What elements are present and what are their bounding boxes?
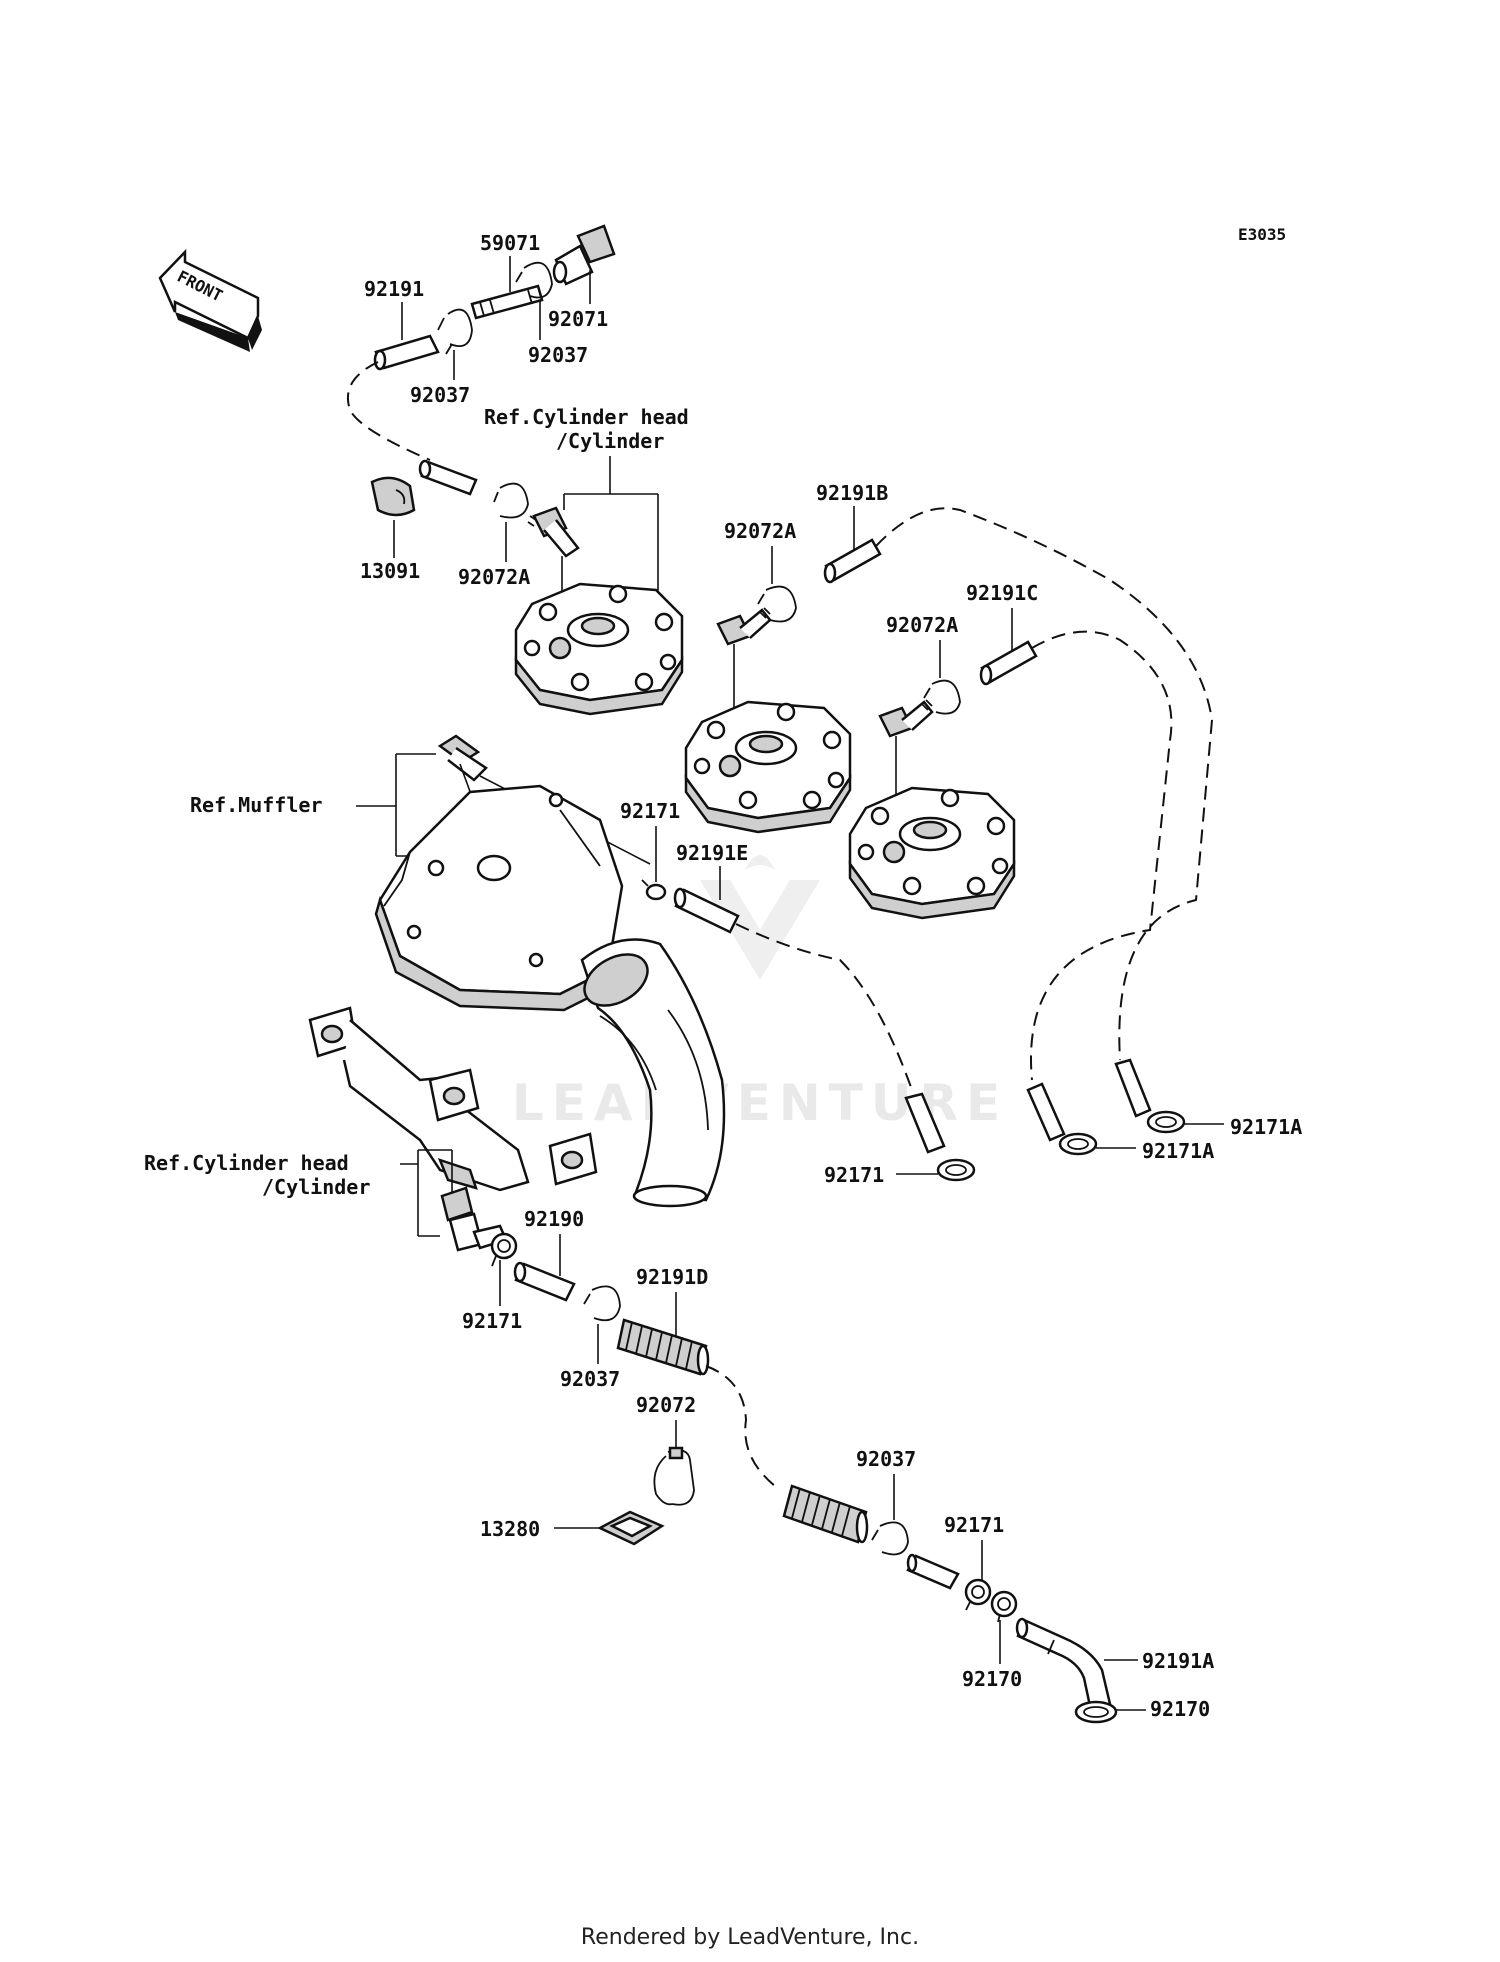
footer-credit: Rendered by LeadVenture, Inc. <box>581 1925 919 1950</box>
part-label-92072A-b: 92072A <box>724 519 796 543</box>
clamp-92170-a-icon <box>990 1590 1018 1623</box>
hose-segment-icon <box>418 459 478 496</box>
part-label-92037-c: 92037 <box>560 1367 620 1391</box>
part-label-92171-c: 92171 <box>462 1309 522 1333</box>
clamp-92171A-b-icon <box>1058 1132 1098 1156</box>
part-label-92071: 92071 <box>548 307 608 331</box>
part-label-92191: 92191 <box>364 277 424 301</box>
clamp-92171-c-icon <box>490 1232 518 1267</box>
t-fitting-icon <box>440 1186 508 1252</box>
part-label-92037-b: 92037 <box>528 343 588 367</box>
fitting-head2-icon <box>716 607 772 646</box>
hose-right-lower-b-icon <box>1026 1082 1066 1142</box>
strap-92072-icon <box>653 1446 695 1506</box>
hose-92191D-lower-icon <box>782 1484 869 1544</box>
clamp-92171-a-icon <box>641 879 667 901</box>
clamp-92170-b-icon <box>1074 1700 1118 1724</box>
part-label-92171-b: 92171 <box>824 1163 884 1187</box>
exhaust-manifold <box>308 1006 598 1192</box>
ref-muffler: Ref.Muffler <box>190 793 322 817</box>
part-label-92072: 92072 <box>636 1393 696 1417</box>
ref-cyl-head-bottom-line2: /Cylinder <box>262 1175 370 1199</box>
front-arrow-icon: FRONT <box>158 248 262 352</box>
ref-cyl-head-bottom-line1: Ref.Cylinder head <box>144 1151 349 1175</box>
ref-cyl-head-top-line2: /Cylinder <box>556 429 664 453</box>
rubber-13091-icon <box>370 476 416 517</box>
cylinder-head-3 <box>848 786 1016 920</box>
clip-92072A-c-icon <box>923 679 961 715</box>
ref-cyl-head-top-line1: Ref.Cylinder head <box>484 405 689 429</box>
muffler-fitting-icon <box>437 734 488 782</box>
hose-92191C-icon <box>979 640 1038 686</box>
part-label-92037-a: 92037 <box>410 383 470 407</box>
part-label-92171A-b: 92171A <box>1142 1139 1214 1163</box>
part-label-92171-a: 92171 <box>620 799 680 823</box>
part-label-92171A-a: 92171A <box>1230 1115 1302 1139</box>
hose-short-icon <box>906 1553 960 1590</box>
part-label-92191D: 92191D <box>636 1265 708 1289</box>
part-label-92170-a: 92170 <box>962 1667 1022 1691</box>
fitting-92071-icon <box>552 224 616 286</box>
part-label-92171-d: 92171 <box>944 1513 1004 1537</box>
muffler-outlet-pipe <box>580 938 726 1208</box>
hose-92191B-icon <box>823 538 882 584</box>
clip-92037-d-icon <box>871 1521 909 1556</box>
part-label-92191C: 92191C <box>966 581 1038 605</box>
clip-92072A-a-icon <box>493 482 529 519</box>
part-label-92190: 92190 <box>524 1207 584 1231</box>
clip-92072A-b-icon <box>757 585 797 623</box>
hose-center-lower-icon <box>904 1092 946 1154</box>
hose-92191-icon <box>373 334 440 371</box>
clip-92037-c-icon <box>583 1285 621 1322</box>
hose-92191A-icon <box>1015 1617 1112 1708</box>
muffler-body <box>374 784 624 1012</box>
clamp-92171A-a-icon <box>1146 1110 1186 1134</box>
part-label-92072A-c: 92072A <box>886 613 958 637</box>
clip-92037-b-icon <box>515 261 553 299</box>
part-label-92037-d: 92037 <box>856 1447 916 1471</box>
part-label-92191A: 92191A <box>1142 1649 1214 1673</box>
hose-92190-icon <box>513 1261 576 1302</box>
clamp-92171-b-icon <box>936 1158 976 1182</box>
part-label-92191E: 92191E <box>676 841 748 865</box>
clamp-92171-d-icon <box>964 1578 992 1611</box>
cylinder-head-2 <box>684 700 852 834</box>
pipe-59071-icon <box>470 284 544 320</box>
clip-92037-a-icon <box>437 308 473 355</box>
fitting-head1-icon <box>527 506 580 558</box>
part-label-13280: 13280 <box>480 1517 540 1541</box>
part-label-92170-b: 92170 <box>1150 1697 1210 1721</box>
part-label-92072A-a: 92072A <box>458 565 530 589</box>
fitting-head3-icon <box>878 699 934 738</box>
hose-92191D-icon <box>616 1318 710 1376</box>
cylinder-head-1 <box>514 582 684 716</box>
diagram-code: E3035 <box>1238 225 1286 244</box>
pad-13280-icon <box>597 1510 665 1546</box>
hose-right-lower-a-icon <box>1114 1058 1152 1118</box>
part-label-13091: 13091 <box>360 559 420 583</box>
part-label-59071: 59071 <box>480 231 540 255</box>
part-label-92191B: 92191B <box>816 481 888 505</box>
hose-92191E-icon <box>673 887 740 934</box>
